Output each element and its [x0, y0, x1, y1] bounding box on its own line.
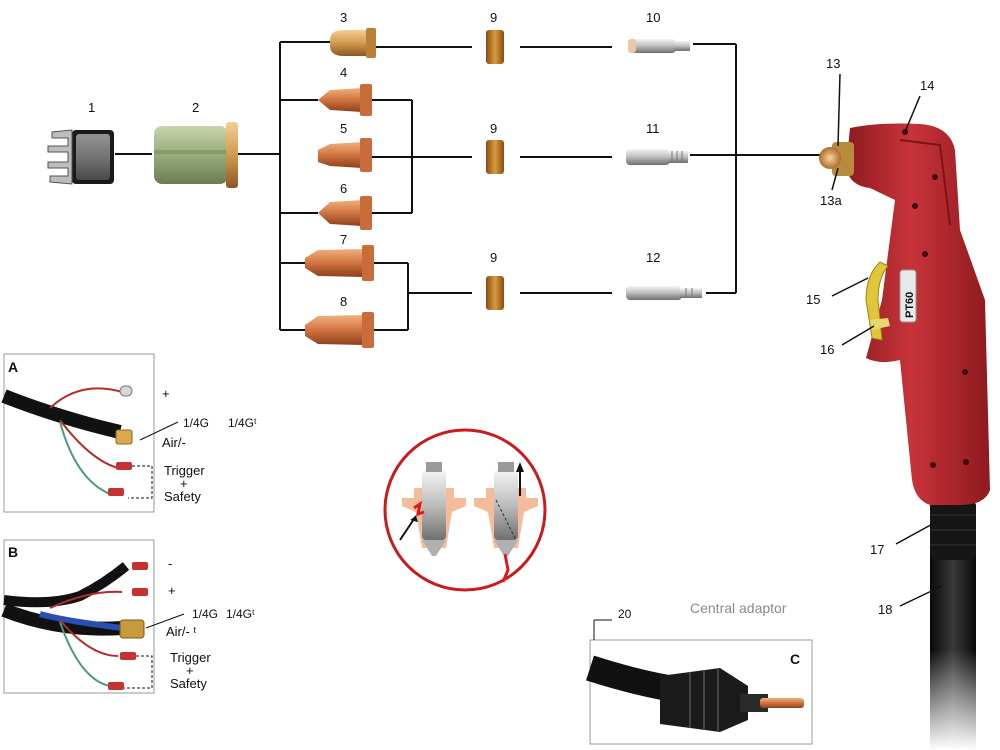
nozzle-7-icon	[305, 245, 374, 281]
cable-icon	[1, 389, 122, 439]
swirl-ring-icon	[486, 30, 504, 310]
part-label: 5	[340, 121, 347, 136]
inset-b-plus: +	[168, 583, 176, 598]
electrode-11-icon	[626, 149, 688, 165]
electrode-10-icon	[628, 39, 690, 53]
electrode-12-icon	[626, 286, 702, 300]
shield-cup-icon	[47, 129, 114, 185]
part-label: 6	[340, 181, 347, 196]
inset-a-plus: +	[162, 386, 170, 401]
inset-b-and: +	[186, 663, 194, 678]
inset-b-thread-2: 1/4Gᵗ	[226, 607, 255, 621]
part-label: 9	[490, 250, 497, 265]
inset-a-thread-1: 1/4G	[183, 416, 209, 430]
nozzle-3-icon	[330, 28, 376, 58]
inset-a: A + 1/4G 1/4Gᵗ Air/- Trigger + Safety	[1, 353, 257, 513]
part-label: 11	[646, 121, 660, 136]
inset-b-minus: -	[168, 556, 172, 571]
part-label: 9	[490, 121, 497, 136]
inset-b-air: Air/- ᵗ	[166, 624, 196, 639]
part-label: 9	[490, 10, 497, 25]
part-label: 2	[192, 100, 199, 115]
part-label: 20	[618, 607, 632, 621]
part-label: 1	[88, 100, 95, 115]
retaining-cup-icon	[154, 122, 238, 188]
nozzle-5-icon	[318, 138, 372, 172]
part-label: 4	[340, 65, 347, 80]
inset-b-thread-1: 1/4G	[192, 607, 218, 621]
part-number-labels: 1 2 3 4 5 6 7 8 9 9 9 10 11 12 13 13a 14…	[88, 10, 934, 621]
inset-b: B - + 1/4G 1/4Gᵗ Air/- ᵗ Trigger + Safet…	[1, 539, 255, 694]
part-label: 16	[820, 342, 834, 357]
inset-c: Central adaptor C	[586, 600, 813, 745]
inset-a-letter: A	[8, 359, 18, 375]
torch-brand-label: PT60	[904, 292, 916, 318]
inset-b-letter: B	[8, 544, 18, 560]
leader-lines	[831, 73, 943, 607]
part-label: 12	[646, 250, 660, 265]
part-label: 15	[806, 292, 820, 307]
nozzle-6-icon	[318, 196, 372, 230]
inset-c-letter: C	[790, 651, 800, 667]
part-label: 13	[826, 56, 840, 71]
inset-b-safety: Safety	[170, 676, 207, 691]
part-label: 14	[920, 78, 934, 93]
part-label: 3	[340, 10, 347, 25]
connector-icon	[586, 655, 804, 732]
inset-a-air: Air/-	[162, 435, 186, 450]
inset-a-safety: Safety	[164, 489, 201, 504]
part-label: 13a	[820, 193, 842, 208]
inset-b-trigger: Trigger	[170, 650, 211, 665]
connector-lines	[115, 41, 825, 331]
inset-a-trigger: Trigger	[164, 463, 205, 478]
part-label: 8	[340, 294, 347, 309]
inset-a-and: +	[180, 476, 188, 491]
electrode-wear-detail	[383, 428, 547, 592]
part-label: 18	[878, 602, 892, 617]
part-label: 10	[646, 10, 660, 25]
central-adaptor-caption: Central adaptor	[690, 600, 787, 616]
nozzle-4-icon	[318, 84, 372, 116]
part-label: 7	[340, 232, 347, 247]
torch-icon: PT60	[819, 123, 990, 750]
part-label: 17	[870, 542, 884, 557]
nozzle-8-icon	[305, 312, 374, 348]
inset-a-thread-2: 1/4Gᵗ	[228, 416, 257, 430]
